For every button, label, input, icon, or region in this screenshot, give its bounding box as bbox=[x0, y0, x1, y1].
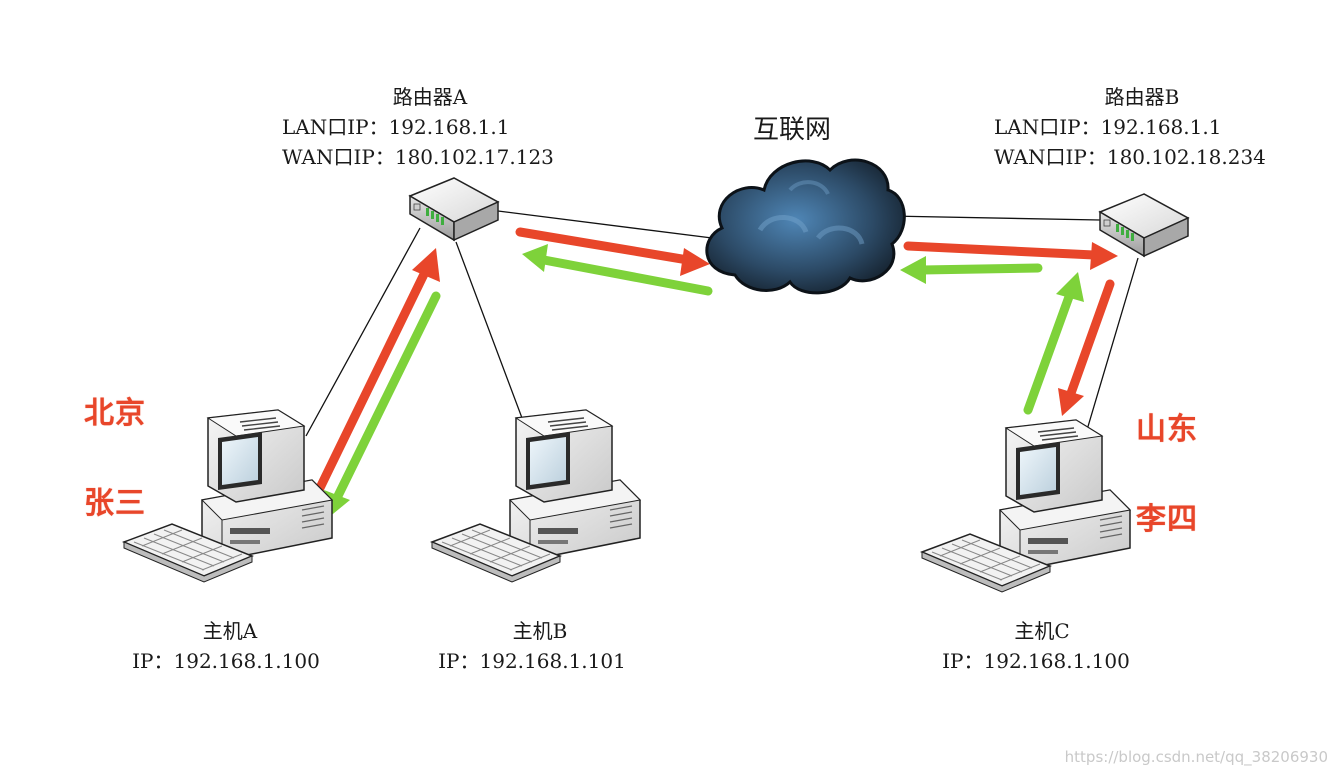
green-arrow-host-c-to-router-b bbox=[1023, 272, 1084, 415]
router-a-wan-ip: WAN口IP：180.102.17.123 bbox=[282, 145, 554, 169]
link-router-a-internet bbox=[497, 210, 713, 239]
router-a-lan-ip: LAN口IP：192.168.1.1 bbox=[282, 115, 510, 139]
host-c-ip: IP：192.168.1.100 bbox=[942, 649, 1130, 673]
router-b-icon bbox=[1099, 193, 1189, 257]
watermark: https://blog.csdn.net/qq_38206930 bbox=[1064, 748, 1328, 766]
host-b-name: 主机B bbox=[512, 619, 568, 643]
host-a-name: 主机A bbox=[202, 619, 258, 643]
location-tag-beijing: 北京 bbox=[84, 396, 146, 431]
link-lines bbox=[305, 210, 1139, 441]
green-arrow-router-b-to-internet bbox=[900, 256, 1043, 284]
internet-label: 互联网 bbox=[752, 115, 832, 145]
internet-cloud-icon bbox=[705, 158, 906, 295]
red-arrow-internet-to-router-b bbox=[903, 241, 1118, 270]
router-a-icon bbox=[409, 177, 499, 241]
location-tag-shandong: 山东 bbox=[1136, 412, 1198, 447]
link-internet-router-b bbox=[887, 215, 1101, 221]
host-c-computer-icon bbox=[921, 419, 1131, 593]
router-b-wan-ip: WAN口IP：180.102.18.234 bbox=[994, 145, 1266, 169]
host-b-ip: IP：192.168.1.101 bbox=[438, 649, 626, 673]
router-b-name: 路由器B bbox=[1104, 85, 1180, 109]
host-b-computer-icon bbox=[431, 409, 641, 583]
red-arrow-router-a-to-internet bbox=[515, 227, 710, 276]
router-b-lan-ip: LAN口IP：192.168.1.1 bbox=[994, 115, 1222, 139]
router-a-name: 路由器A bbox=[392, 85, 468, 109]
user-tag-zhangsan: 张三 bbox=[84, 486, 146, 521]
link-host-b-router-a bbox=[455, 241, 523, 419]
host-c-name: 主机C bbox=[1014, 619, 1070, 643]
link-router-b-host-c bbox=[1083, 257, 1139, 441]
green-arrow-router-a-to-host-a bbox=[324, 291, 441, 518]
host-a-ip: IP：192.168.1.100 bbox=[132, 649, 320, 673]
red-arrow-router-b-to-host-c bbox=[1058, 279, 1115, 416]
user-tag-lisi: 李四 bbox=[1136, 502, 1198, 537]
link-host-a-router-a bbox=[305, 227, 421, 437]
red-arrow-host-a-to-router-a bbox=[313, 248, 440, 497]
green-arrow-internet-to-router-a bbox=[522, 244, 713, 296]
host-a-computer-icon bbox=[123, 409, 333, 583]
